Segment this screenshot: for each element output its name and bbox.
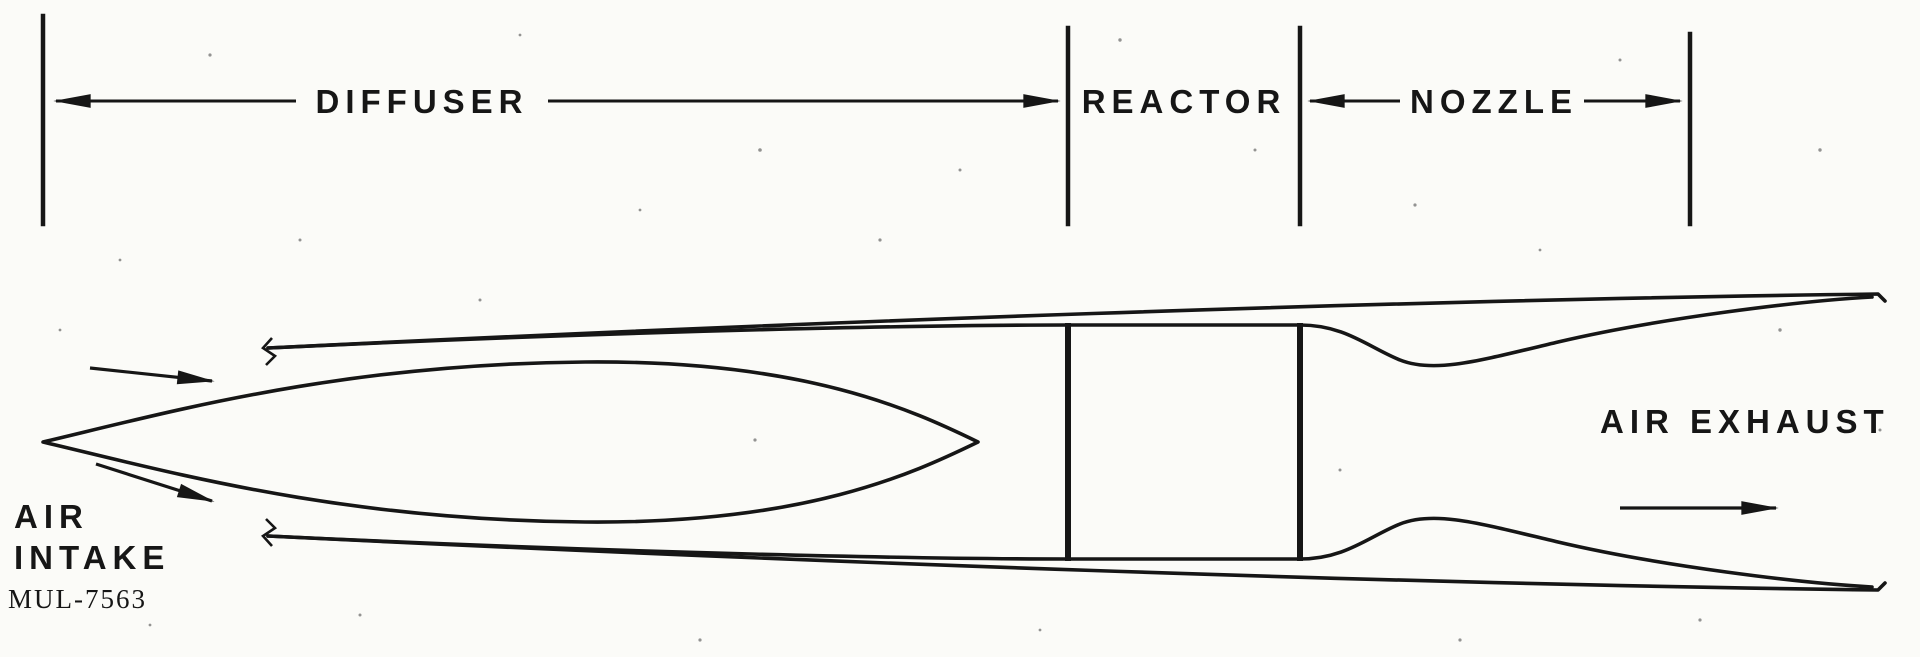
upper-cowl-inner-line [266,295,1874,368]
nozzle-section-label: NOZZLE [1410,83,1578,120]
upper-lip-break-mark [261,337,278,366]
diffuser-section-label: DIFFUSER [316,83,529,120]
engine-cross-section [41,292,1887,592]
dimension-extension-lines [40,13,1693,227]
lower-lip-break-mark [261,518,278,547]
air-intake-label-line1: AIR [14,498,89,535]
figure-id: MUL-7563 [8,584,147,614]
scan-speckles [58,33,1882,642]
intake-flow-arrow-lower [95,462,215,503]
reactor-section-boundaries [1065,323,1303,561]
air-exhaust-label: AIR EXHAUST [1600,403,1890,440]
intake-flow-arrow-upper [89,366,215,385]
inlet-centerbody-spike [41,360,980,524]
lower-cowl-inner-line [266,516,1874,589]
upper-cowl-outer-line [266,292,1887,350]
air-intake-label-line2: INTAKE [14,539,170,576]
lower-cowl-outer-line [266,534,1887,592]
flow-arrows [89,366,1779,515]
reactor-section-label: REACTOR [1082,83,1287,120]
